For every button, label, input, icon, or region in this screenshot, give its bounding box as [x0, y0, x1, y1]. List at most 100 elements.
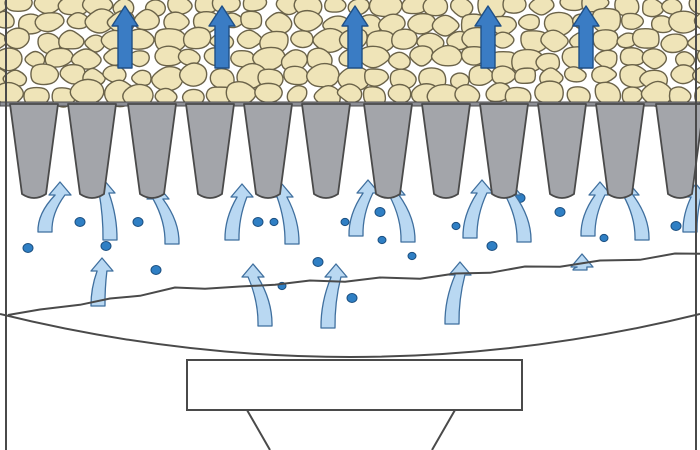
particle	[163, 11, 190, 32]
particle	[594, 49, 618, 70]
liquid-surface	[7, 252, 700, 316]
up-arrow	[474, 5, 502, 69]
bubble	[346, 293, 358, 303]
flow-arrow	[348, 179, 380, 237]
particle	[177, 48, 201, 66]
nozzle-plate	[0, 101, 700, 199]
vessel-walls	[5, 0, 697, 450]
base-assembly	[186, 359, 523, 450]
particle	[4, 27, 30, 50]
particle	[660, 33, 689, 54]
particle	[57, 0, 90, 16]
particle	[4, 0, 33, 12]
support-cone	[246, 409, 456, 450]
particle	[641, 0, 665, 18]
particle	[254, 82, 283, 104]
particle	[430, 44, 463, 67]
particle	[34, 12, 65, 33]
nozzle	[243, 103, 293, 199]
flow-arrow	[320, 263, 348, 329]
particle	[240, 10, 263, 30]
particle	[182, 26, 212, 50]
bubble	[670, 221, 682, 231]
particle	[387, 83, 412, 104]
bubble	[486, 241, 498, 251]
particle	[242, 0, 268, 12]
bubble	[100, 241, 112, 251]
basin-curve	[0, 313, 700, 358]
particle	[389, 68, 417, 90]
particle	[283, 65, 309, 86]
bubble	[340, 217, 350, 227]
particle	[265, 11, 293, 35]
bubble	[252, 217, 264, 227]
nozzle	[479, 103, 529, 199]
particle	[69, 78, 105, 105]
particle	[225, 80, 257, 106]
particle	[491, 65, 517, 85]
particle	[650, 15, 674, 34]
particle	[454, 83, 481, 106]
particle	[368, 0, 403, 18]
up-arrow	[572, 5, 600, 69]
bubble	[451, 221, 461, 231]
gas-bubbles	[22, 193, 682, 303]
bubble	[374, 207, 386, 217]
bubble	[269, 217, 279, 227]
particle	[514, 67, 537, 85]
particle	[286, 85, 308, 105]
particle	[641, 48, 668, 70]
particle	[154, 45, 185, 67]
particle	[594, 81, 622, 106]
particle	[0, 32, 9, 49]
nozzle	[421, 103, 471, 199]
nozzle	[301, 103, 351, 199]
bubble	[599, 233, 609, 243]
particle	[387, 51, 411, 71]
bubble	[554, 207, 566, 217]
bubble	[132, 217, 144, 227]
up-arrow	[341, 5, 369, 69]
bubble	[407, 251, 417, 261]
particle	[102, 64, 127, 84]
particle	[30, 63, 60, 86]
particle	[534, 80, 564, 104]
particle	[563, 66, 587, 83]
particle	[502, 0, 527, 14]
nozzle	[127, 103, 177, 199]
particle	[431, 14, 460, 37]
particle	[293, 9, 324, 32]
particle	[70, 48, 102, 70]
flow-arrow	[444, 261, 472, 325]
flow-arrow	[270, 183, 300, 245]
particle	[290, 30, 314, 49]
bubble	[377, 235, 387, 245]
particle	[631, 28, 660, 49]
particle	[696, 49, 700, 64]
bubble	[312, 257, 324, 267]
nozzle	[655, 103, 700, 199]
particle-bed	[0, 0, 700, 110]
particle	[619, 47, 646, 66]
particle	[130, 69, 152, 87]
particle	[44, 47, 74, 68]
particle	[154, 87, 178, 106]
nozzle	[9, 103, 59, 199]
particle	[364, 68, 390, 87]
flow-arrow	[580, 181, 612, 237]
bubble	[74, 217, 86, 227]
particle	[449, 0, 474, 18]
nozzle	[537, 103, 587, 199]
particle	[84, 34, 106, 53]
flow-arrows	[37, 179, 700, 329]
particle	[236, 29, 263, 50]
nozzle	[363, 103, 413, 199]
particle	[305, 62, 340, 88]
bubble	[150, 265, 162, 275]
flow-arrow	[92, 179, 118, 241]
particle	[336, 83, 363, 104]
flow-arrow	[570, 253, 594, 271]
particle	[670, 64, 697, 85]
